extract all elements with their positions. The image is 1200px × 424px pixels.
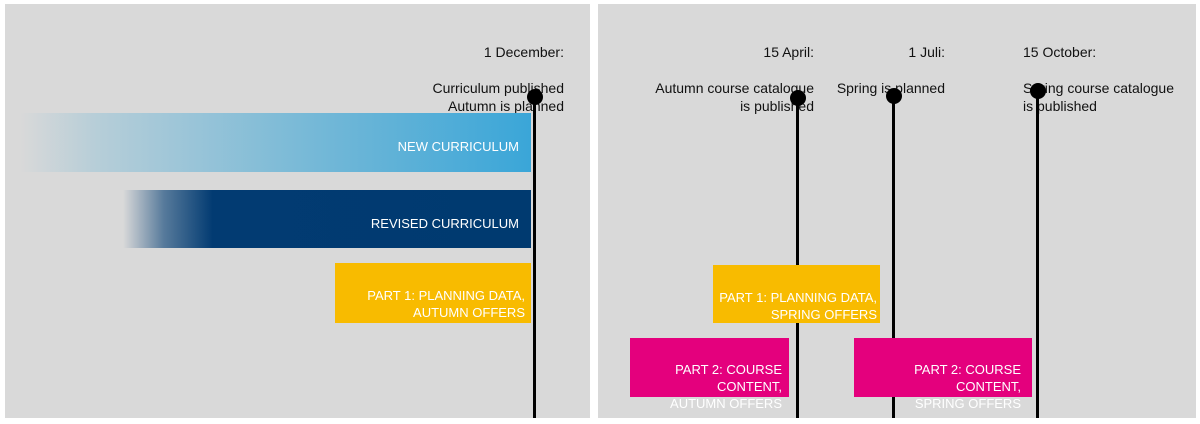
- milestone-october-line: [1036, 92, 1039, 418]
- milestone-april-date: 15 April:: [763, 44, 814, 60]
- part2-spring-bar: PART 2: COURSE CONTENT, SPRING OFFERS: [854, 338, 1032, 411]
- milestone-juli-line: [892, 98, 895, 418]
- milestone-october-marker: [1030, 83, 1046, 99]
- milestone-december-label: 1 December: Curriculum published Autumn …: [380, 25, 564, 133]
- part1-spring-bar: PART 1: PLANNING DATA, SPRING OFFERS: [713, 265, 880, 323]
- part2-autumn-bar: PART 2: COURSE CONTENT, AUTUMN OFFERS: [630, 338, 789, 411]
- milestone-april-line: [796, 100, 799, 418]
- milestone-october-date: 15 October:: [1023, 44, 1097, 60]
- revised-curriculum-bar: REVISED CURRICULUM: [123, 190, 531, 248]
- part1-autumn-bar: PART 1: PLANNING DATA, AUTUMN OFFERS: [335, 263, 531, 323]
- part2-autumn-label: PART 2: COURSE CONTENT, AUTUMN OFFERS: [670, 362, 782, 411]
- milestone-april-label: 15 April: Autumn course catalogue is pub…: [630, 25, 814, 133]
- new-curriculum-bar: NEW CURRICULUM: [20, 113, 531, 172]
- revised-curriculum-label: REVISED CURRICULUM: [370, 216, 519, 231]
- part1-spring-label: PART 1: PLANNING DATA, SPRING OFFERS: [719, 290, 877, 322]
- part1-autumn-label: PART 1: PLANNING DATA, AUTUMN OFFERS: [367, 288, 525, 320]
- milestone-juli-date: 1 Juli:: [908, 44, 945, 60]
- part2-spring-label: PART 2: COURSE CONTENT, SPRING OFFERS: [914, 362, 1021, 411]
- milestone-december-marker: [527, 89, 543, 105]
- milestone-april-text: Autumn course catalogue is published: [655, 80, 814, 114]
- milestone-october-label: 15 October: Spring course catalogue is p…: [1023, 25, 1193, 133]
- milestone-juli-marker: [886, 88, 902, 104]
- new-curriculum-label: NEW CURRICULUM: [397, 139, 519, 154]
- milestone-december-line: [533, 98, 536, 418]
- milestone-april-marker: [790, 90, 806, 106]
- milestone-december-date: 1 December:: [483, 44, 564, 60]
- milestone-juli-label: 1 Juli: Spring is planned: [800, 25, 945, 115]
- milestone-juli-text: Spring is planned: [836, 80, 945, 96]
- milestone-december-text: Curriculum published Autumn is planned: [432, 80, 564, 114]
- milestone-october-text: Spring course catalogue is published: [1023, 80, 1174, 114]
